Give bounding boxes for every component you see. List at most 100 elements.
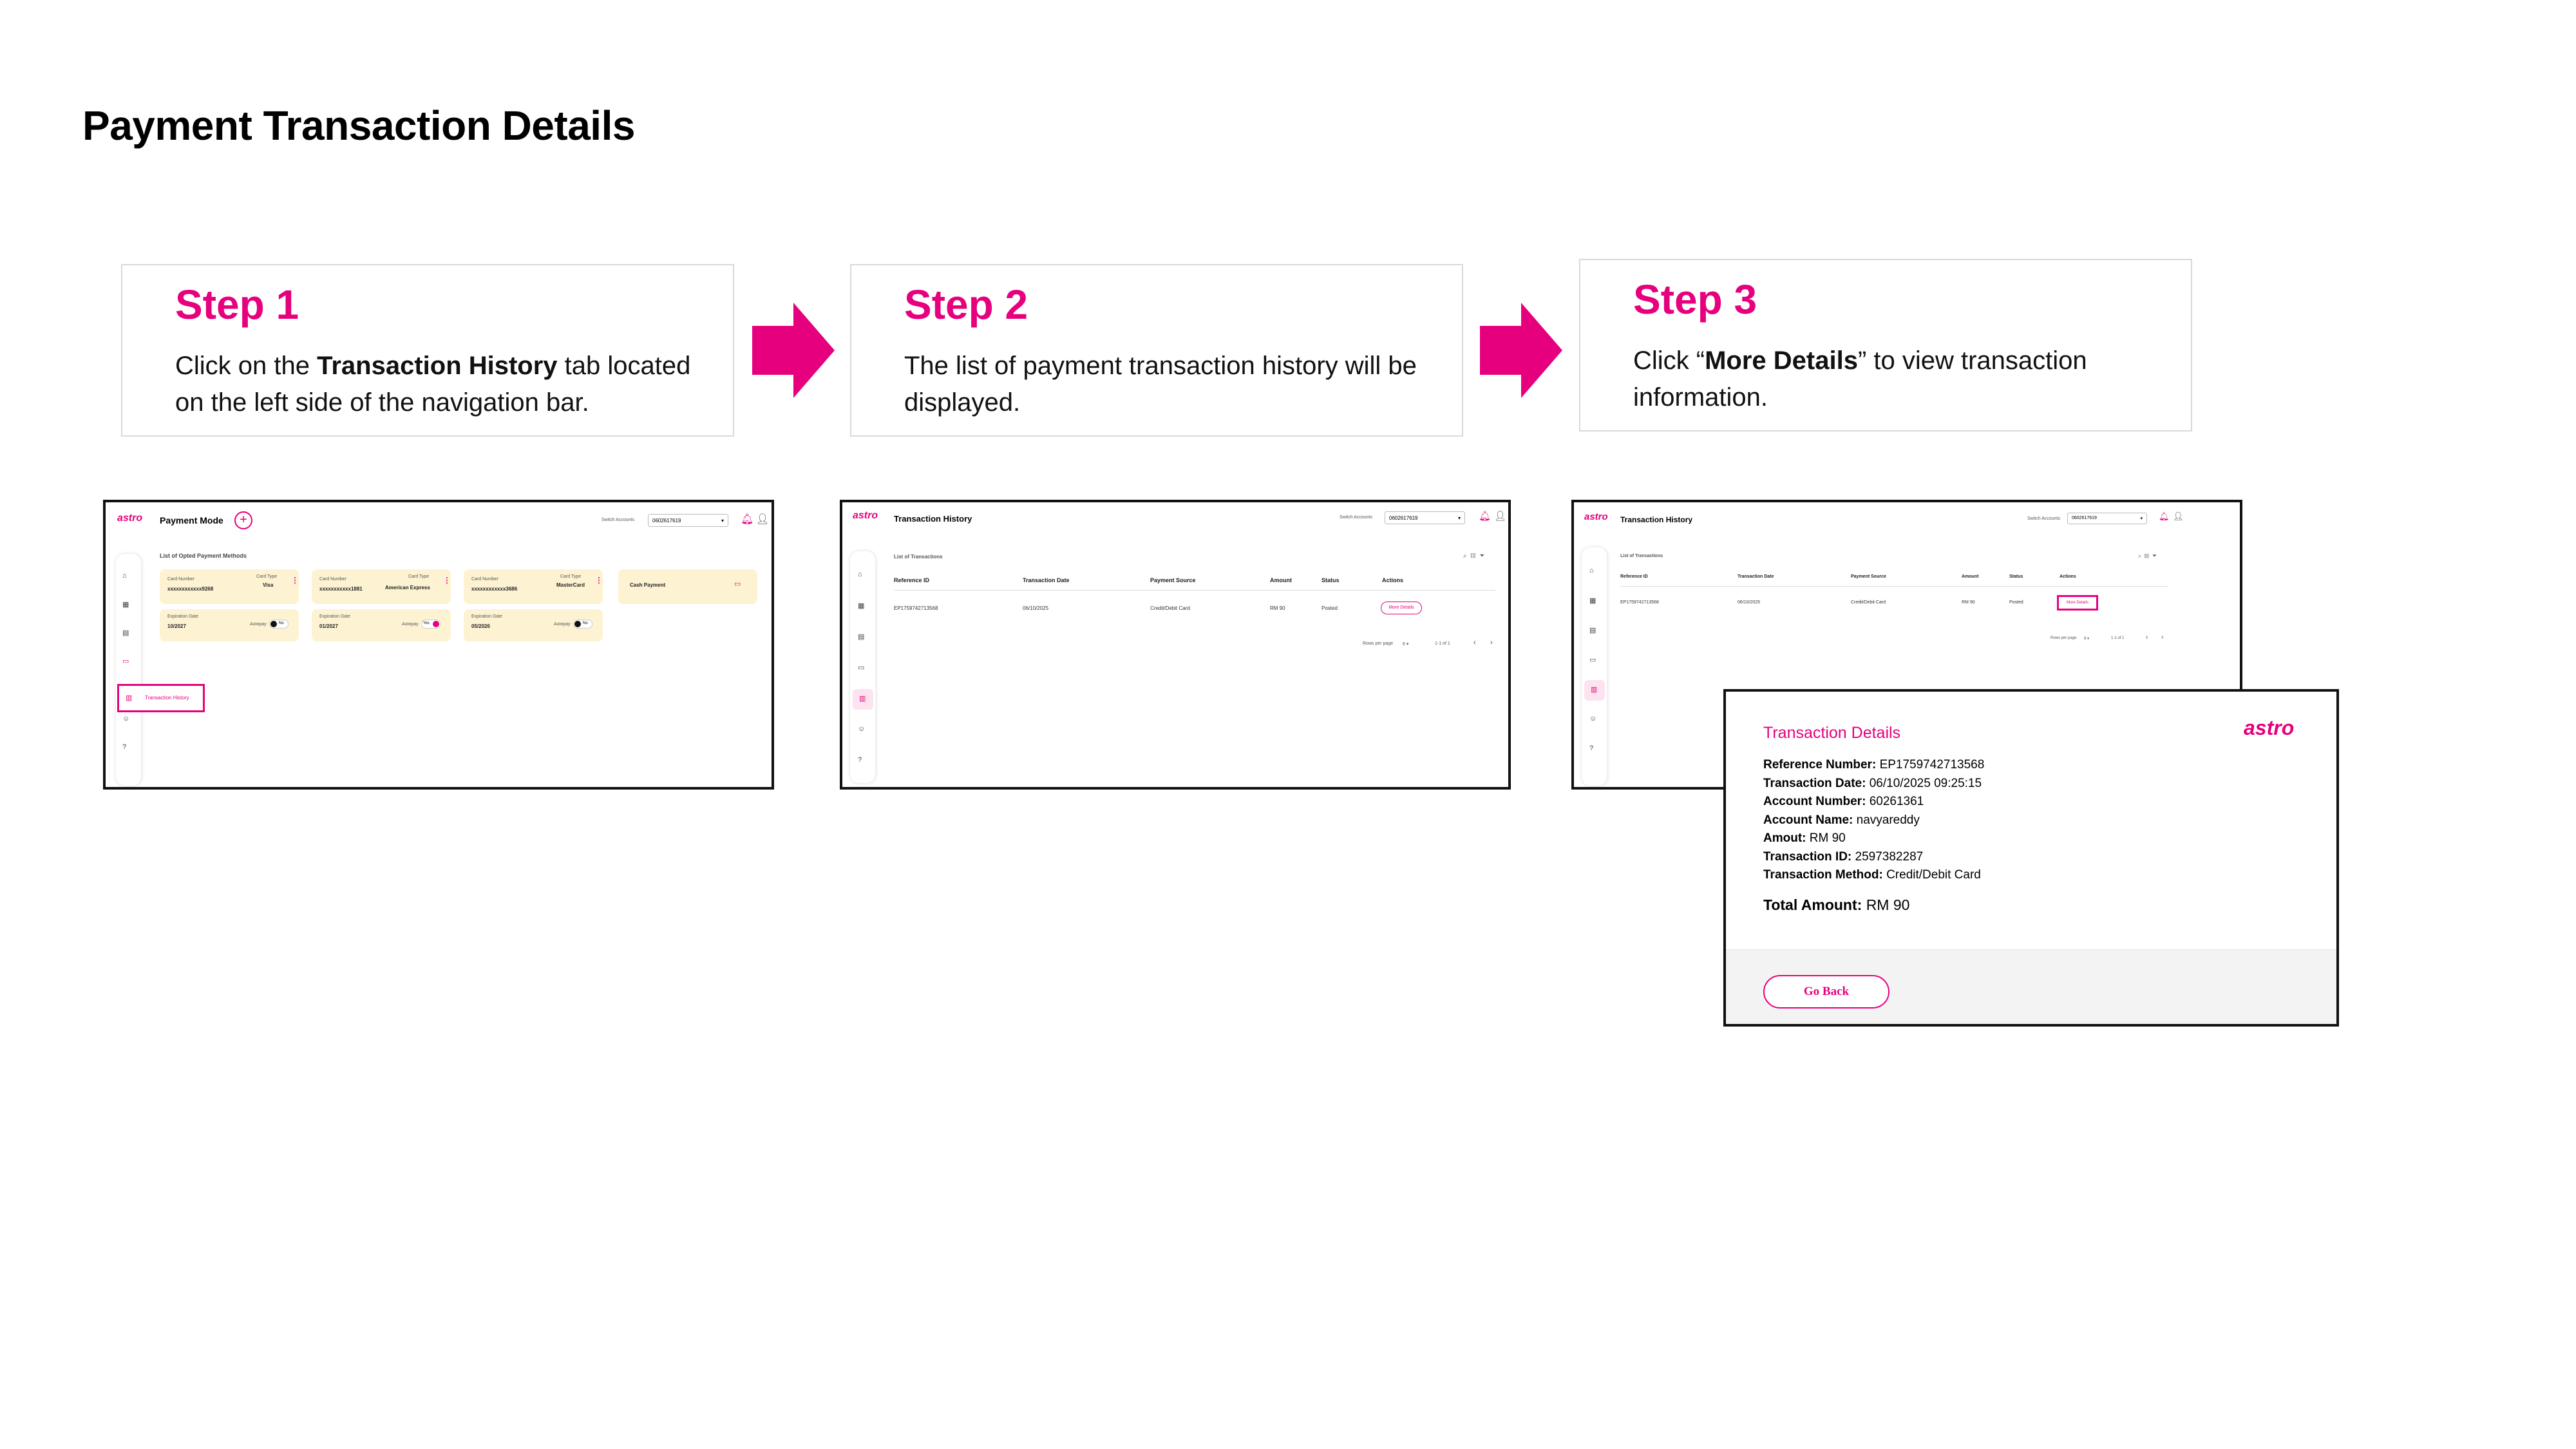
help-icon[interactable]: ? bbox=[1589, 744, 1594, 752]
grid-icon[interactable]: ▦ bbox=[1589, 597, 1596, 605]
column-header[interactable]: Transaction Date bbox=[1023, 577, 1070, 583]
home-icon[interactable]: ⌂ bbox=[122, 572, 127, 580]
rows-per-page-label: Rows per page bbox=[1363, 641, 1394, 646]
users-icon[interactable]: ☺ bbox=[1589, 715, 1597, 723]
wallet-icon[interactable]: ▭ bbox=[1589, 656, 1596, 664]
column-header[interactable]: Payment Source bbox=[1150, 577, 1196, 583]
pagination-text: 1-1 of 1 bbox=[1435, 641, 1450, 646]
account-select[interactable]: 0602617619▾ bbox=[1385, 511, 1465, 524]
chevron-right-icon[interactable]: › bbox=[2161, 634, 2164, 641]
filter-icon[interactable]: ⏷ bbox=[2152, 553, 2161, 559]
home-icon[interactable]: ⌂ bbox=[858, 571, 862, 578]
bell-icon[interactable]: 🔔︎ bbox=[741, 514, 754, 525]
column-header[interactable]: Reference ID bbox=[894, 577, 930, 583]
account-select[interactable]: 0602617619▾ bbox=[2067, 513, 2147, 524]
toggle-text: No bbox=[279, 621, 284, 625]
transaction-details-modal: Transaction Details astro Reference Numb… bbox=[1723, 689, 2339, 1027]
wallet-icon[interactable]: ▭ bbox=[122, 658, 129, 665]
wallet-icon[interactable]: ▭ bbox=[858, 664, 865, 672]
chevron-left-icon[interactable]: ‹ bbox=[2146, 634, 2148, 641]
column-header[interactable]: Amount bbox=[1270, 577, 1292, 583]
grid-icon[interactable]: ▦ bbox=[858, 602, 865, 610]
search-icon[interactable]: ⌕ bbox=[2138, 553, 2145, 559]
detail-value: 60261361 bbox=[1869, 795, 1924, 808]
user-icon[interactable]: 👤︎ bbox=[1494, 511, 1507, 522]
account-select[interactable]: 0602617619▾ bbox=[648, 514, 728, 527]
expiry-date: 05/2026 bbox=[471, 623, 490, 629]
detail-label: Transaction ID: bbox=[1763, 849, 1852, 864]
payment-card[interactable]: Card Number xxxxxxxxxxxx9268 Card Type V… bbox=[160, 569, 299, 604]
page-title: Payment Transaction Details bbox=[82, 102, 635, 149]
toolbar-icons[interactable]: ⌕▥⏷ bbox=[2138, 553, 2160, 560]
chevron-down-icon: ▾ bbox=[2140, 516, 2143, 521]
astro-logo: astro bbox=[2244, 716, 2295, 739]
rows-per-page-value: 6 bbox=[2084, 637, 2087, 641]
chevron-left-icon[interactable]: ‹ bbox=[1473, 639, 1476, 647]
search-icon[interactable]: ⌕ bbox=[1463, 553, 1471, 560]
card-type: Visa bbox=[263, 582, 274, 588]
user-icon[interactable]: 👤︎ bbox=[756, 514, 770, 525]
bell-icon[interactable]: 🔔︎ bbox=[1479, 511, 1492, 522]
more-details-button[interactable]: More Details bbox=[2057, 595, 2098, 611]
autopay-toggle[interactable]: Yes bbox=[421, 620, 440, 629]
step-3-desc-text-end: ” to view transaction information. bbox=[1633, 346, 2087, 412]
pagination-text: 1-1 of 1 bbox=[2111, 636, 2125, 640]
users-icon[interactable]: ☺ bbox=[858, 725, 866, 733]
document-icon[interactable]: ▤ bbox=[122, 629, 129, 637]
card-type-label: Card Type bbox=[256, 574, 278, 579]
autopay-toggle[interactable]: No bbox=[573, 620, 592, 629]
bell-icon[interactable]: 🔔︎ bbox=[2159, 511, 2170, 521]
account-select-value: 0602617619 bbox=[652, 518, 681, 524]
total-amount: Total Amount: RM 90 bbox=[1763, 896, 1909, 914]
payment-card[interactable]: Card Number xxxxxxxxxxx1881 Card Type Am… bbox=[312, 569, 451, 604]
detail-row: Transaction Date: 06/10/2025 09:25:15 bbox=[1763, 775, 1984, 793]
detail-value: EP1759742713568 bbox=[1879, 758, 1985, 772]
add-payment-button[interactable]: + bbox=[234, 511, 252, 529]
rows-per-page-select[interactable]: 6 ▾ bbox=[2084, 637, 2090, 641]
column-header[interactable]: Status bbox=[1321, 577, 1340, 583]
expiry-label: Expiration Date bbox=[167, 614, 198, 619]
column-header[interactable]: Amount bbox=[1962, 574, 1979, 579]
rows-per-page-select[interactable]: 6 ▾ bbox=[1403, 642, 1409, 647]
columns-icon[interactable]: ▥ bbox=[1470, 553, 1480, 560]
grid-icon[interactable]: ▦ bbox=[122, 601, 129, 609]
help-icon[interactable]: ? bbox=[858, 756, 862, 764]
transaction-history-nav[interactable]: ▥ bbox=[1584, 680, 1605, 701]
column-header[interactable]: Payment Source bbox=[1851, 574, 1886, 579]
header-title: Transaction History bbox=[894, 514, 972, 524]
column-header[interactable]: Actions bbox=[1382, 577, 1404, 583]
step-3-description: Click “More Details” to view transaction… bbox=[1633, 343, 2161, 416]
step-2-card: Step 2 The list of payment transaction h… bbox=[850, 264, 1463, 437]
document-icon[interactable]: ▤ bbox=[1589, 627, 1596, 634]
step-3-desc-bold: More Details bbox=[1705, 346, 1858, 375]
detail-value: 2597382287 bbox=[1855, 849, 1924, 864]
card-number: xxxxxxxxxxxx3686 bbox=[471, 586, 518, 592]
column-header[interactable]: Status bbox=[2009, 574, 2023, 579]
more-options-icon[interactable]: ⋮ bbox=[291, 576, 299, 585]
switch-accounts-label: Switch Accounts bbox=[1340, 515, 1372, 520]
home-icon[interactable]: ⌂ bbox=[1589, 567, 1594, 574]
users-icon[interactable]: ☺ bbox=[122, 715, 130, 723]
column-header[interactable]: Reference ID bbox=[1620, 574, 1648, 579]
column-header[interactable]: Actions bbox=[2060, 574, 2076, 579]
filter-icon[interactable]: ⏷ bbox=[1479, 553, 1489, 560]
columns-icon[interactable]: ▥ bbox=[2145, 553, 2152, 559]
cash-payment-card[interactable]: Cash Payment ▭ bbox=[618, 569, 757, 604]
transaction-history-tab[interactable]: ▥ Transaction History bbox=[117, 684, 205, 712]
help-icon[interactable]: ? bbox=[122, 743, 127, 751]
user-icon[interactable]: 👤︎ bbox=[2173, 511, 2184, 521]
autopay-toggle[interactable]: No bbox=[269, 620, 289, 629]
column-header[interactable]: Transaction Date bbox=[1738, 574, 1774, 579]
go-back-button[interactable]: Go Back bbox=[1763, 975, 1889, 1009]
table-cell: 06/10/2025 bbox=[1738, 600, 1761, 605]
document-icon[interactable]: ▤ bbox=[858, 633, 865, 641]
header-title: Transaction History bbox=[1620, 515, 1693, 524]
chevron-right-icon[interactable]: › bbox=[1490, 639, 1493, 647]
more-details-button[interactable]: More Details bbox=[1381, 601, 1422, 614]
toolbar-icons[interactable]: ⌕▥⏷ bbox=[1463, 553, 1488, 560]
transaction-history-nav[interactable]: ▥ bbox=[853, 689, 873, 710]
total-label: Total Amount: bbox=[1763, 896, 1862, 913]
more-options-icon[interactable]: ⋮ bbox=[595, 576, 603, 585]
payment-card[interactable]: Card Number xxxxxxxxxxxx3686 Card Type M… bbox=[464, 569, 603, 604]
more-options-icon[interactable]: ⋮ bbox=[443, 576, 451, 585]
